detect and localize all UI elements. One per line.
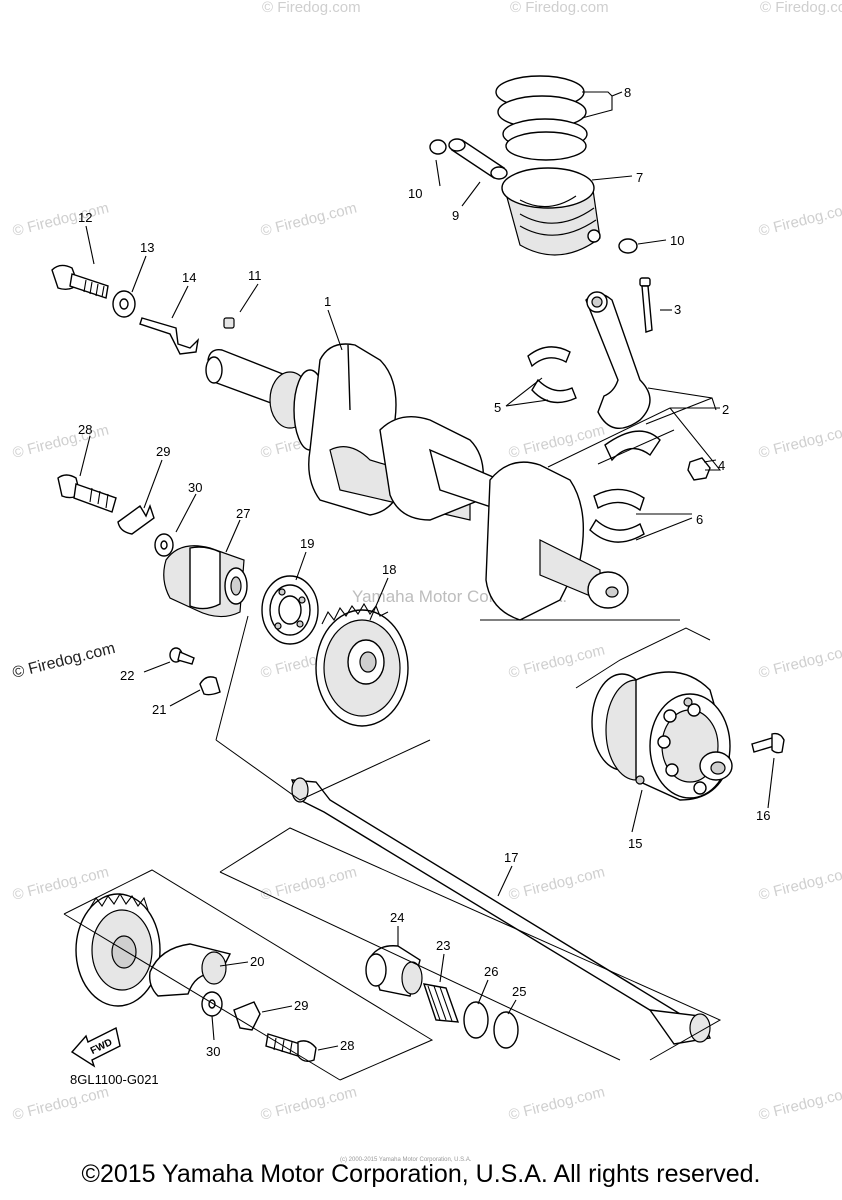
part-label-18: 18 [382,562,396,577]
balancer-gear [75,892,161,1007]
copyright-footer: ©2015 Yamaha Motor Corporation, U.S.A. A… [81,1160,761,1188]
part-label-16: 16 [756,808,770,823]
watermark-dark: © Firedog.com [11,640,117,682]
watermark: © Firedog.com [760,0,842,16]
part-label-10-upper: 10 [408,186,422,201]
starter-clutch-assembly [591,671,733,801]
plain-washer-lower [201,991,223,1017]
part-label-3: 3 [674,302,681,317]
ball-bearing [261,575,319,645]
crankshaft [205,343,629,621]
circlip-lower [463,1001,489,1039]
small-screw [169,647,195,665]
crank-washer [112,290,136,318]
starter-bolt-lower [265,1033,317,1063]
lock-plate [139,317,200,355]
watermark: © Firedog.com [11,1084,111,1124]
part-label-27: 27 [236,506,250,521]
part-label-22: 22 [120,668,134,683]
bushing-collar [365,945,423,997]
watermark: © Firedog.com [507,1084,607,1124]
starter-bolt-upper [57,474,117,513]
part-label-30-lower: 30 [206,1044,220,1059]
part-label-23: 23 [436,938,450,953]
part-label-11: 11 [248,268,262,283]
watermark: © Firedog.com [507,864,607,904]
tiny-copyright-note: (c) 2000-2015 Yamaha Motor Corporation, … [340,1157,472,1163]
part-label-17: 17 [504,850,518,865]
part-label-12: 12 [78,210,92,225]
part-label-28-lower: 28 [340,1038,354,1053]
lock-washer-upper [117,503,155,535]
watermark: © Firedog.com [259,200,359,240]
watermark: © Firedog.com [757,864,842,904]
crank-main-bearing [589,488,645,543]
part-label-6: 6 [696,512,703,527]
clutch-bolt [751,732,785,754]
part-label-4: 4 [718,458,725,473]
watermark: © Firedog.com [510,0,609,16]
circlip-left [429,139,447,155]
part-number-labels: 1 2 3 4 5 6 7 8 9 10 10 11 12 13 14 15 1… [78,85,770,1059]
watermark: © Firedog.com [757,642,842,682]
watermark: © Firedog.com [507,642,607,682]
part-label-28-upper: 28 [78,422,92,437]
part-label-14: 14 [182,270,196,285]
part-label-15: 15 [628,836,642,851]
watermark: © Firedog.com [757,422,842,462]
lock-washer-lower [233,1001,261,1031]
diagram-code: 8GL1100-G021 [70,1072,159,1087]
part-label-8: 8 [624,85,631,100]
watermark: © Firedog.com [507,422,607,462]
part-label-9: 9 [452,208,459,223]
watermark: © Firedog.com [757,1084,842,1124]
part-label-5: 5 [494,400,501,415]
gear-weight [148,943,232,997]
part-label-29-lower: 29 [294,998,308,1013]
circlip-right [618,238,638,254]
watermark: © Firedog.com [757,200,842,240]
counterweight-collar [163,545,248,618]
piston [501,167,601,256]
piston-pin [448,138,508,180]
lock-tab [199,676,221,696]
woodruff-key [223,317,235,329]
primary-drive-gear [315,602,409,727]
leader-lines [79,91,775,1051]
part-label-26: 26 [484,964,498,979]
part-label-2: 2 [722,402,729,417]
part-label-24: 24 [390,910,404,925]
assembly-outlines [63,407,722,1081]
part-label-13: 13 [140,240,154,255]
watermark: © Firedog.com [259,1084,359,1124]
part-label-7: 7 [636,170,643,185]
rod-nut [687,457,711,481]
piston-ring-set [495,75,588,161]
watermark: © Firedog.com [262,0,361,16]
part-label-1: 1 [324,294,331,309]
fwd-arrow-icon: FWD [70,1026,121,1068]
part-label-19: 19 [300,536,314,551]
part-label-21: 21 [152,702,166,717]
balancer-shaft [290,777,712,1045]
rod-bolt [639,277,653,333]
thrust-washer [493,1011,519,1049]
watermark: © Firedog.com [11,422,111,462]
part-label-20: 20 [250,954,264,969]
rod-bearing-upper [527,346,577,404]
connecting-rod [585,291,661,462]
part-label-29-upper: 29 [156,444,170,459]
part-label-10-lower: 10 [670,233,684,248]
crank-end-bolt [51,264,109,299]
watermark: © Firedog.com [11,200,111,240]
part-label-25: 25 [512,984,526,999]
plain-washer-upper [154,533,174,557]
needle-bearing [422,983,460,1023]
part-label-30-upper: 30 [188,480,202,495]
